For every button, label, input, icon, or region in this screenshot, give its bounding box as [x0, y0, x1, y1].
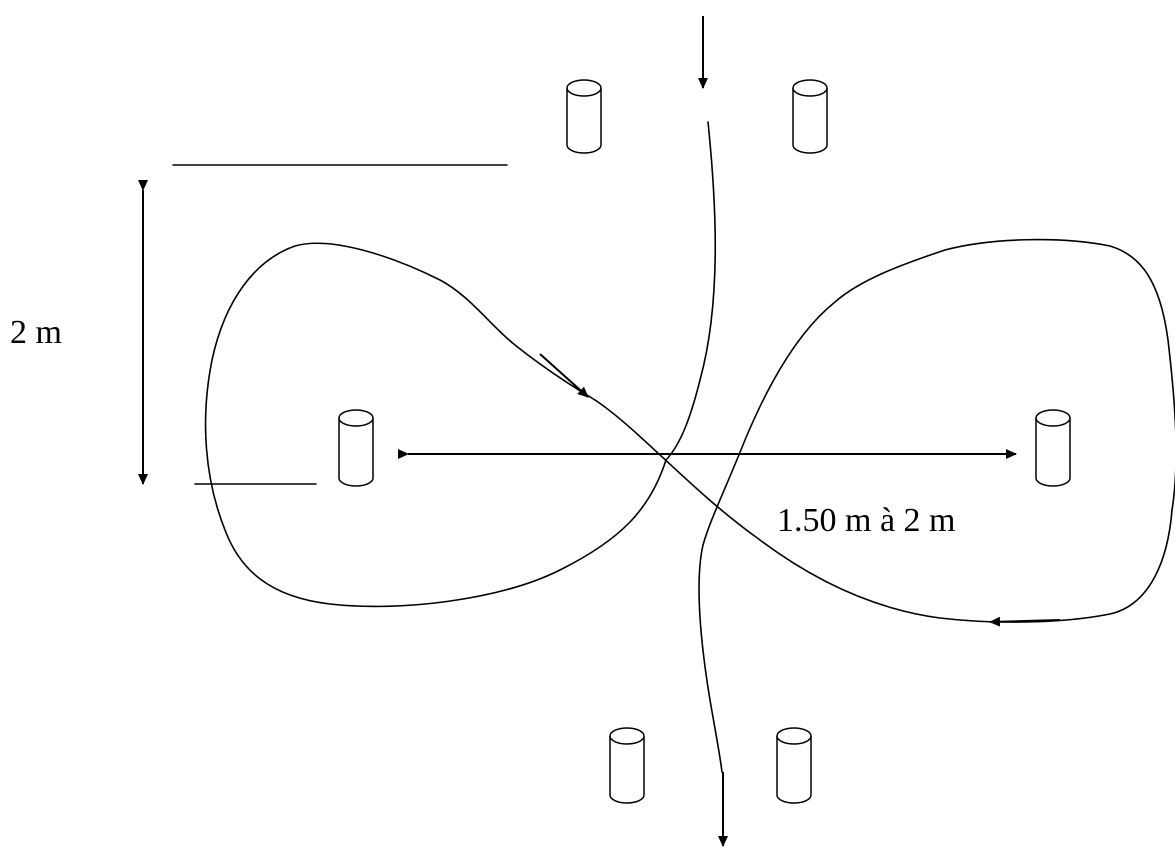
path-crossing-diagonal: [594, 399, 1173, 623]
cone-spacing-label: 1.50 m à 2 m: [777, 502, 956, 539]
path-entry-segment: [665, 121, 717, 461]
cone-bottom-left: [609, 727, 645, 804]
direction-arrow-bottom-right: [989, 616, 1061, 627]
height-distance-label: 2 m: [10, 314, 62, 351]
direction-arrow-diagonal: [539, 353, 589, 398]
path-left-loop: [204, 242, 667, 608]
cone-top-right: [792, 79, 828, 154]
cone-middle-right: [1035, 409, 1071, 487]
cone-bottom-right: [776, 727, 812, 804]
cone-middle-left: [338, 409, 374, 487]
path-right-loop: [698, 238, 1175, 773]
cone-top-left: [566, 79, 602, 154]
